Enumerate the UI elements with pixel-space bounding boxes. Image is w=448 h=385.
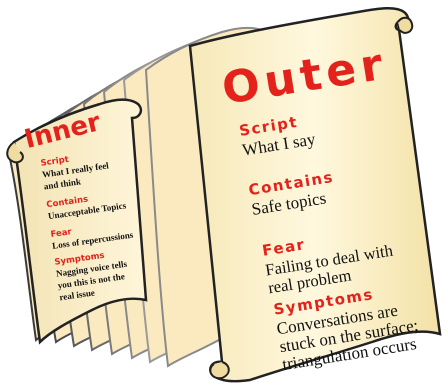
outer-scroll-bottom-curl bbox=[210, 362, 228, 378]
outer-scroll-top-curl bbox=[398, 18, 412, 33]
